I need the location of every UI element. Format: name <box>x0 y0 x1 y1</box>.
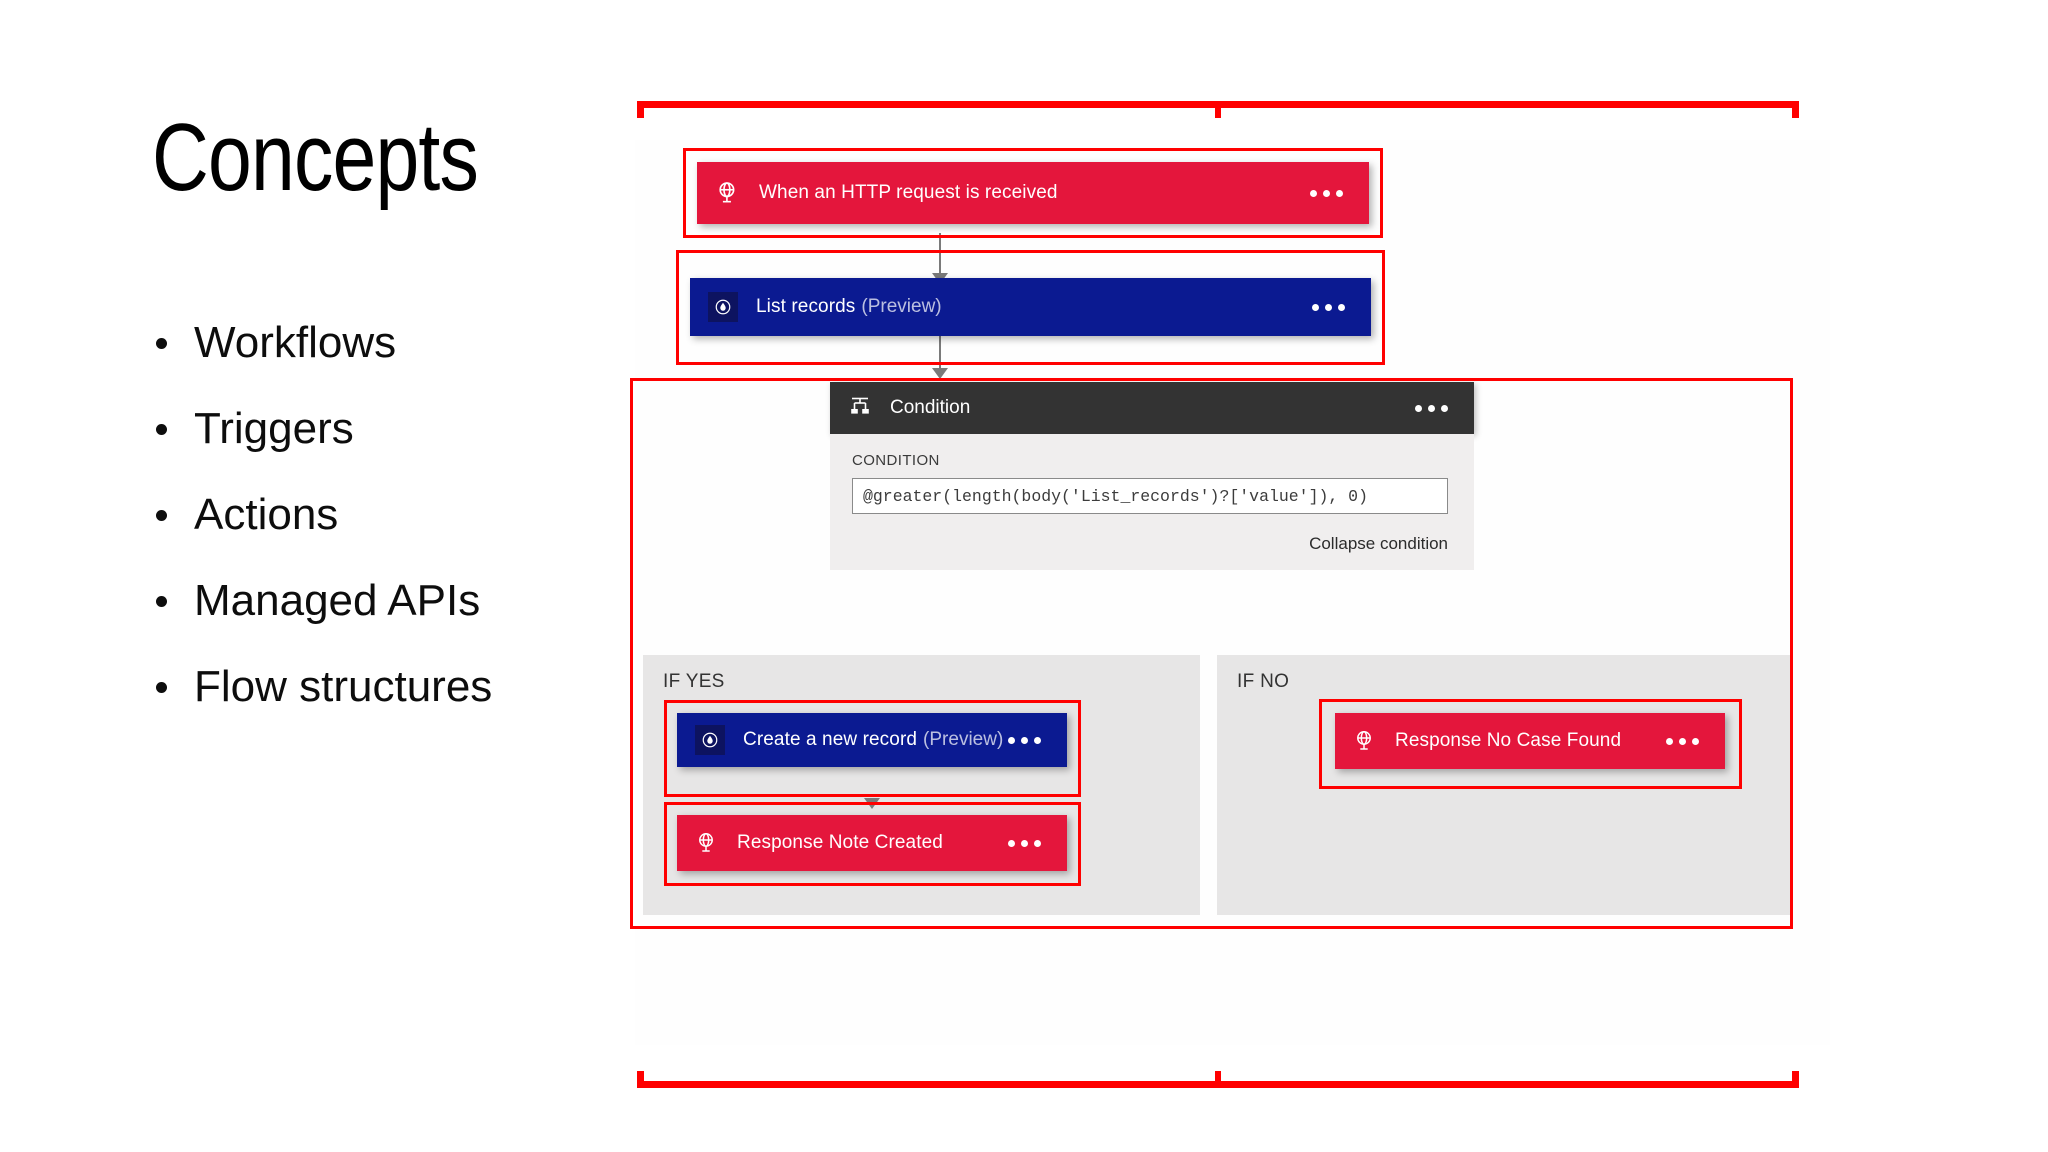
annotation-bracket-bottom <box>637 1064 1799 1088</box>
connector-trigger-to-list <box>939 233 941 281</box>
branch-label-if-yes: IF YES <box>663 671 725 692</box>
http-response-globe-icon <box>695 831 719 855</box>
bullet-dot-icon <box>156 424 167 435</box>
condition-body: CONDITION @greater(length(body('List_rec… <box>830 434 1474 570</box>
flow-card-title: When an HTTP request is received <box>759 182 1058 203</box>
flow-card-title: Create a new record <box>743 729 918 750</box>
annotation-bracket-top <box>637 101 1799 125</box>
power-automate-flow-diagram: When an HTTP request is received List re… <box>630 140 1830 1045</box>
http-response-globe-icon <box>1353 729 1377 753</box>
bullet-dot-icon <box>156 596 167 607</box>
more-options-button[interactable] <box>1008 839 1041 847</box>
flow-card-response-note-created[interactable]: Response Note Created <box>677 815 1067 871</box>
flow-card-title: Response Note Created <box>737 832 943 853</box>
collapse-condition-link[interactable]: Collapse condition <box>1309 534 1448 553</box>
list-item: Flow structures <box>150 644 610 730</box>
condition-branch-icon <box>848 394 872 423</box>
flow-card-http-trigger[interactable]: When an HTTP request is received <box>697 162 1369 224</box>
more-options-button[interactable] <box>1008 736 1041 744</box>
condition-block: Condition CONDITION @greater(length(body… <box>617 382 1812 570</box>
condition-field-label: CONDITION <box>852 452 940 469</box>
flow-card-title: List records <box>756 296 856 317</box>
connector-list-to-condition <box>939 328 941 376</box>
flow-card-create-record[interactable]: Create a new record (Preview) <box>677 713 1067 767</box>
list-item-label: Workflows <box>194 318 397 367</box>
common-data-service-icon <box>695 725 725 755</box>
more-options-button[interactable] <box>1312 303 1345 311</box>
list-item-label: Actions <box>194 490 339 539</box>
branch-panel-if-no: IF NO <box>1217 655 1790 915</box>
arrowhead-icon <box>864 798 880 809</box>
bullet-dot-icon <box>156 510 167 521</box>
branch-panel-if-yes: IF YES <box>643 655 1200 915</box>
more-options-button[interactable] <box>1666 737 1699 745</box>
list-item-label: Flow structures <box>194 662 493 711</box>
list-item: Triggers <box>150 386 610 472</box>
list-item: Actions <box>150 472 610 558</box>
flow-card-list-records[interactable]: List records (Preview) <box>690 278 1371 336</box>
list-item-label: Triggers <box>194 404 354 453</box>
branch-label-if-no: IF NO <box>1237 671 1290 692</box>
more-options-button[interactable] <box>1415 404 1448 412</box>
common-data-service-icon <box>708 292 738 322</box>
bullet-dot-icon <box>156 682 167 693</box>
arrowhead-icon <box>932 368 948 379</box>
flow-card-preview-tag: (Preview) <box>861 296 942 317</box>
list-item-label: Managed APIs <box>194 576 481 625</box>
condition-title: Condition <box>890 397 971 418</box>
condition-header[interactable]: Condition <box>830 382 1474 434</box>
concepts-bullet-list: Workflows Triggers Actions Managed APIs … <box>150 300 610 730</box>
more-options-button[interactable] <box>1310 189 1343 197</box>
condition-expression-input[interactable]: @greater(length(body('List_records')?['v… <box>852 478 1448 514</box>
flow-card-response-no-case-found[interactable]: Response No Case Found <box>1335 713 1725 769</box>
page-title: Concepts <box>152 104 479 211</box>
flow-card-title: Response No Case Found <box>1395 730 1622 751</box>
list-item: Managed APIs <box>150 558 610 644</box>
http-request-globe-icon <box>715 180 741 206</box>
flow-card-preview-tag: (Preview) <box>923 729 1004 750</box>
bullet-dot-icon <box>156 338 167 349</box>
list-item: Workflows <box>150 300 610 386</box>
